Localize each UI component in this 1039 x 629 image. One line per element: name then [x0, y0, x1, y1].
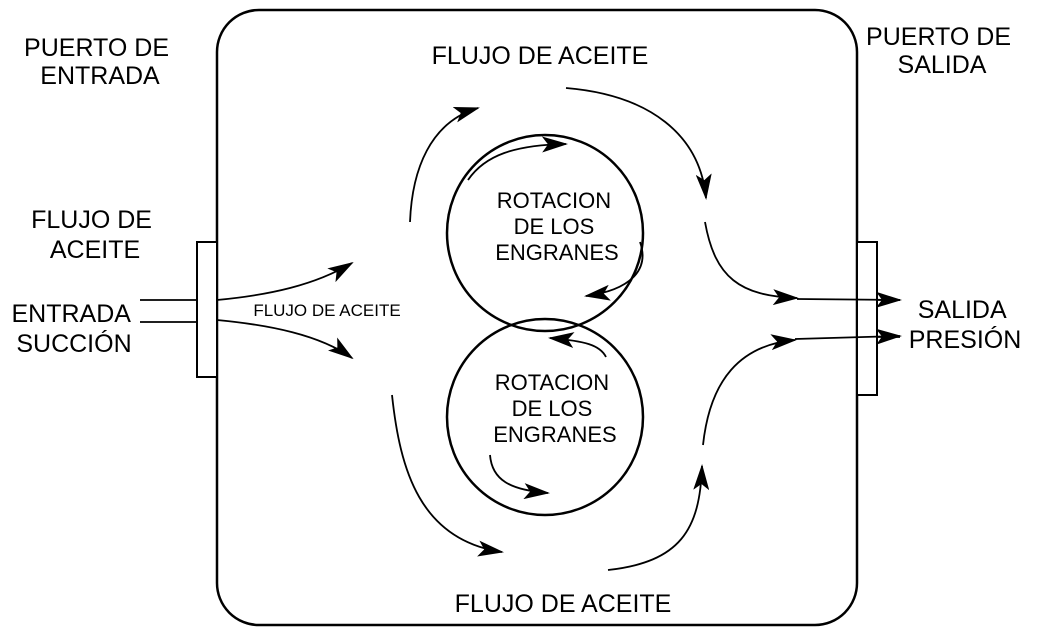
- outlet-label-line2: PRESIÓN: [909, 325, 1022, 354]
- inlet-flange: [196, 241, 218, 378]
- flow-arrow-inlet-down: [216, 319, 354, 360]
- outlet-flange: [856, 241, 878, 396]
- inlet-label-line1: ENTRADA: [11, 300, 131, 328]
- flow-label-top: FLUJO DE ACEITE: [432, 42, 649, 70]
- gear-bottom-label-line3: ENGRANES: [493, 422, 616, 447]
- flow-label-left: FLUJO DE ACEITE: [31, 206, 159, 264]
- flow-arrow-bottom-left: [391, 394, 504, 557]
- flow-arrow-to-outlet-upper: [704, 221, 799, 306]
- outlet-port-label: PUERTO DE SALIDA: [866, 23, 1018, 79]
- flow-label-inner: FLUJO DE ACEITE: [253, 301, 400, 320]
- outlet-label: SALIDA PRESIÓN: [909, 296, 1022, 354]
- flow-arrow-outlet-upper: [796, 291, 902, 308]
- gear-bottom-label-line1: ROTACION: [495, 370, 609, 395]
- flow-label-left-line1: FLUJO DE: [31, 206, 152, 234]
- inlet-port-label-line1: PUERTO DE: [24, 34, 169, 62]
- rotation-arrow-top-upper: [467, 136, 568, 181]
- flow-arrow-top-right: [565, 87, 712, 200]
- rotation-arrow-bottom-lower: [489, 454, 550, 500]
- rotation-arrow-top-lower: [584, 241, 644, 301]
- flow-arrow-inlet-up: [216, 261, 354, 301]
- outlet-port-label-line1: PUERTO DE: [866, 23, 1011, 51]
- gear-bottom: [445, 317, 645, 517]
- gear-bottom-label-line2: DE LOS: [512, 396, 593, 421]
- inlet-label: ENTRADA SUCCIÓN: [11, 300, 136, 358]
- outlet-label-line1: SALIDA: [918, 296, 1007, 324]
- flow-arrow-outlet-lower: [794, 328, 902, 345]
- gear-top-label-line1: ROTACION: [497, 188, 611, 213]
- outlet-port-label-line2: SALIDA: [898, 51, 987, 79]
- gear-bottom-label: ROTACION DE LOS ENGRANES: [493, 370, 616, 447]
- gear-top: [445, 133, 645, 333]
- flow-arrow-top-left: [409, 107, 480, 223]
- rotation-arrow-bottom-upper: [548, 332, 607, 358]
- inlet-port-label: PUERTO DE ENTRADA: [24, 34, 176, 90]
- flow-arrow-to-outlet-lower: [702, 334, 797, 446]
- gear-top-label-line2: DE LOS: [514, 214, 595, 239]
- flow-arrow-bottom-right: [607, 464, 710, 571]
- inlet-port-label-line2: ENTRADA: [40, 62, 160, 90]
- gear-top-label: ROTACION DE LOS ENGRANES: [495, 188, 618, 265]
- inlet-label-line2: SUCCIÓN: [16, 329, 131, 358]
- flow-label-left-line2: ACEITE: [50, 236, 140, 264]
- gear-top-label-line3: ENGRANES: [495, 240, 618, 265]
- flow-label-bottom: FLUJO DE ACEITE: [455, 590, 672, 618]
